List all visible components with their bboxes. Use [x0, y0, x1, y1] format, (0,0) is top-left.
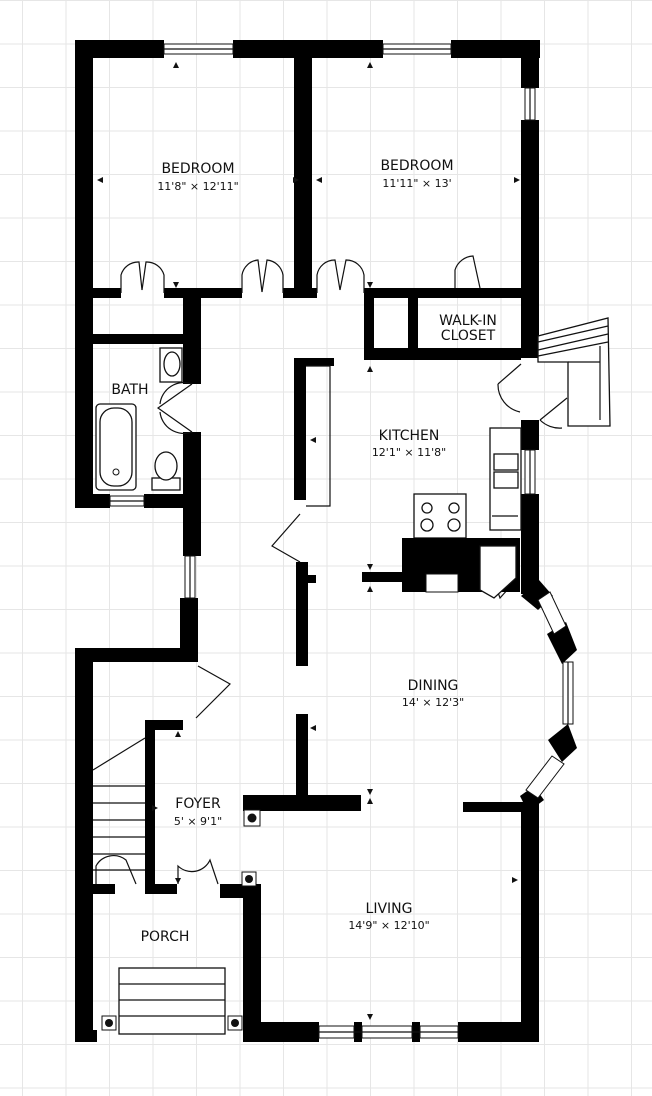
walkin-line2: CLOSET — [441, 328, 496, 344]
dining-name: DINING — [408, 678, 459, 694]
dimension-markers — [97, 62, 520, 1020]
bath-name: BATH — [111, 382, 148, 398]
living-name: LIVING — [366, 901, 413, 917]
kitchen-dims: 12'1" × 11'8" — [372, 446, 446, 459]
bedroom2-name: BEDROOM — [380, 158, 453, 174]
dining-dims: 14' × 12'3" — [402, 696, 464, 709]
kitchen-fixtures — [306, 365, 522, 599]
bath-fixtures — [95, 347, 183, 491]
doors — [95, 255, 568, 885]
walls — [75, 40, 577, 1042]
bedroom1-dims: 11'8" × 12'11" — [157, 180, 238, 193]
foyer-name: FOYER — [175, 796, 221, 812]
interior-stairs — [92, 737, 146, 871]
kitchen-name: KITCHEN — [379, 428, 440, 444]
bedroom2-dims: 11'11" × 13' — [382, 177, 451, 190]
windows — [109, 43, 574, 1039]
bedroom1-name: BEDROOM — [161, 161, 234, 177]
living-dims: 14'9" × 12'10" — [348, 919, 429, 932]
walkin-line1: WALK-IN — [439, 313, 497, 329]
porch-steps — [101, 967, 243, 1035]
foyer-dims: 5' × 9'1" — [174, 815, 222, 828]
rear-steps — [537, 317, 611, 427]
columns — [241, 809, 261, 887]
porch-name: PORCH — [141, 929, 190, 945]
room-labels: BEDROOM 11'8" × 12'11" BEDROOM 11'11" × … — [111, 158, 497, 945]
